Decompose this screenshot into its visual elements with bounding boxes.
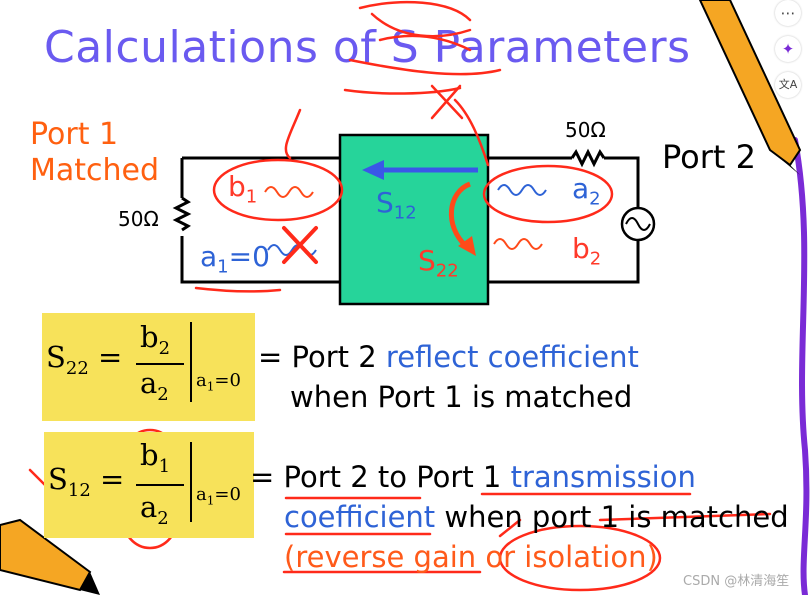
ac-source-icon bbox=[620, 206, 656, 242]
wave-b2: b2 bbox=[572, 232, 602, 270]
watermark: CSDN @林清海笙 bbox=[683, 574, 790, 589]
eq1-lhs: S22 = bbox=[46, 340, 123, 379]
wave-a1: a1=0 bbox=[200, 240, 270, 278]
s22-label: S22 bbox=[418, 244, 459, 282]
two-port-network-block bbox=[338, 133, 490, 306]
eq1-denominator: a2 bbox=[140, 366, 169, 405]
wave-b1: b1 bbox=[228, 170, 258, 208]
eq2-description: = Port 2 to Port 1 transmission bbox=[250, 460, 696, 494]
more-options-button[interactable]: ⋯ bbox=[775, 0, 801, 26]
eq2-denominator: a2 bbox=[140, 490, 169, 529]
eq1-highlight bbox=[42, 313, 255, 421]
eq1-description: = Port 2 reflect coefficient bbox=[258, 340, 639, 374]
eq1-fraction-bar bbox=[136, 363, 184, 365]
s12-label: S12 bbox=[376, 186, 417, 224]
wave-a2: a2 bbox=[572, 172, 601, 210]
eq2-fraction-bar bbox=[136, 484, 184, 486]
eq2-condition: a1=0 bbox=[196, 484, 241, 508]
eq2-eval-bar bbox=[190, 442, 192, 522]
port2-label: Port 2 bbox=[662, 138, 756, 176]
eq2-lhs: S12 = bbox=[48, 462, 125, 501]
eq2-description-line2: coefficient when port 1 is matched bbox=[284, 500, 789, 534]
port1-line1: Port 1 bbox=[30, 117, 119, 152]
eq1-condition: a1=0 bbox=[196, 370, 241, 394]
translate-button[interactable]: 文A bbox=[775, 72, 801, 98]
pencil-bottom-icon bbox=[0, 518, 100, 595]
port1-line2: Matched bbox=[30, 153, 160, 188]
eq1-numerator: b2 bbox=[140, 320, 171, 359]
pencil-icon bbox=[698, 0, 802, 175]
eq1-description-line2: when Port 1 is matched bbox=[290, 380, 633, 414]
left-resistor-label: 50Ω bbox=[118, 207, 159, 231]
ai-sparkle-button[interactable]: ✦ bbox=[775, 36, 801, 62]
right-resistor-label: 50Ω bbox=[565, 118, 606, 142]
eq2-numerator: b1 bbox=[140, 438, 171, 477]
port1-label: Port 1 Matched bbox=[30, 117, 159, 189]
side-toolbar: ⋯ ✦ 文A bbox=[765, 0, 810, 120]
eq2-description-line3: (reverse gain or isolation) bbox=[284, 540, 658, 574]
eq1-eval-bar bbox=[190, 322, 192, 402]
